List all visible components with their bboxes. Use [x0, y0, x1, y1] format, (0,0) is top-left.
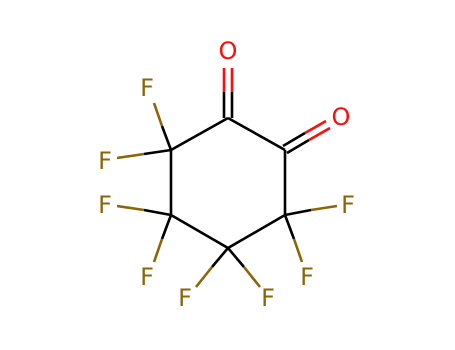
bond-c6-f1 — [152, 102, 173, 151]
fluorine-atom-label-right: F — [341, 191, 355, 219]
bond-c4-f5 — [194, 247, 229, 288]
fluorine-atom-label-left-lower: F — [98, 191, 112, 219]
fluorine-atom-label-bottom-left: F — [178, 284, 192, 312]
ring-bond-c3-c4 — [227, 213, 286, 250]
ring-bond-c4-c5 — [170, 213, 229, 250]
fluorine-atom-label-lower-right: F — [300, 263, 314, 291]
ring-bond-c1-c2 — [227, 116, 286, 152]
bond-c4-f6 — [227, 247, 262, 288]
bond-c3-f8 — [284, 204, 338, 217]
bond-c5-f3 — [116, 204, 172, 217]
fluorine-atom-label-left-upper: F — [98, 147, 112, 175]
oxygen-atom-label-right: O — [332, 103, 351, 131]
ring-bond-c6-c1 — [170, 116, 229, 152]
fluorine-atom-label-lower-left: F — [140, 263, 154, 291]
fluorine-atom-label-upper-left: F — [140, 74, 154, 102]
fluorine-atom-label-bottom-right: F — [261, 284, 275, 312]
bond-c5-f4 — [152, 214, 173, 263]
double-bond-c2-o2 — [282, 119, 331, 155]
double-bond-c1-o1 — [222, 68, 234, 118]
oxygen-atom-label-top: O — [219, 37, 238, 65]
bond-c3-f7 — [283, 214, 304, 263]
bond-c6-f2 — [116, 148, 172, 160]
